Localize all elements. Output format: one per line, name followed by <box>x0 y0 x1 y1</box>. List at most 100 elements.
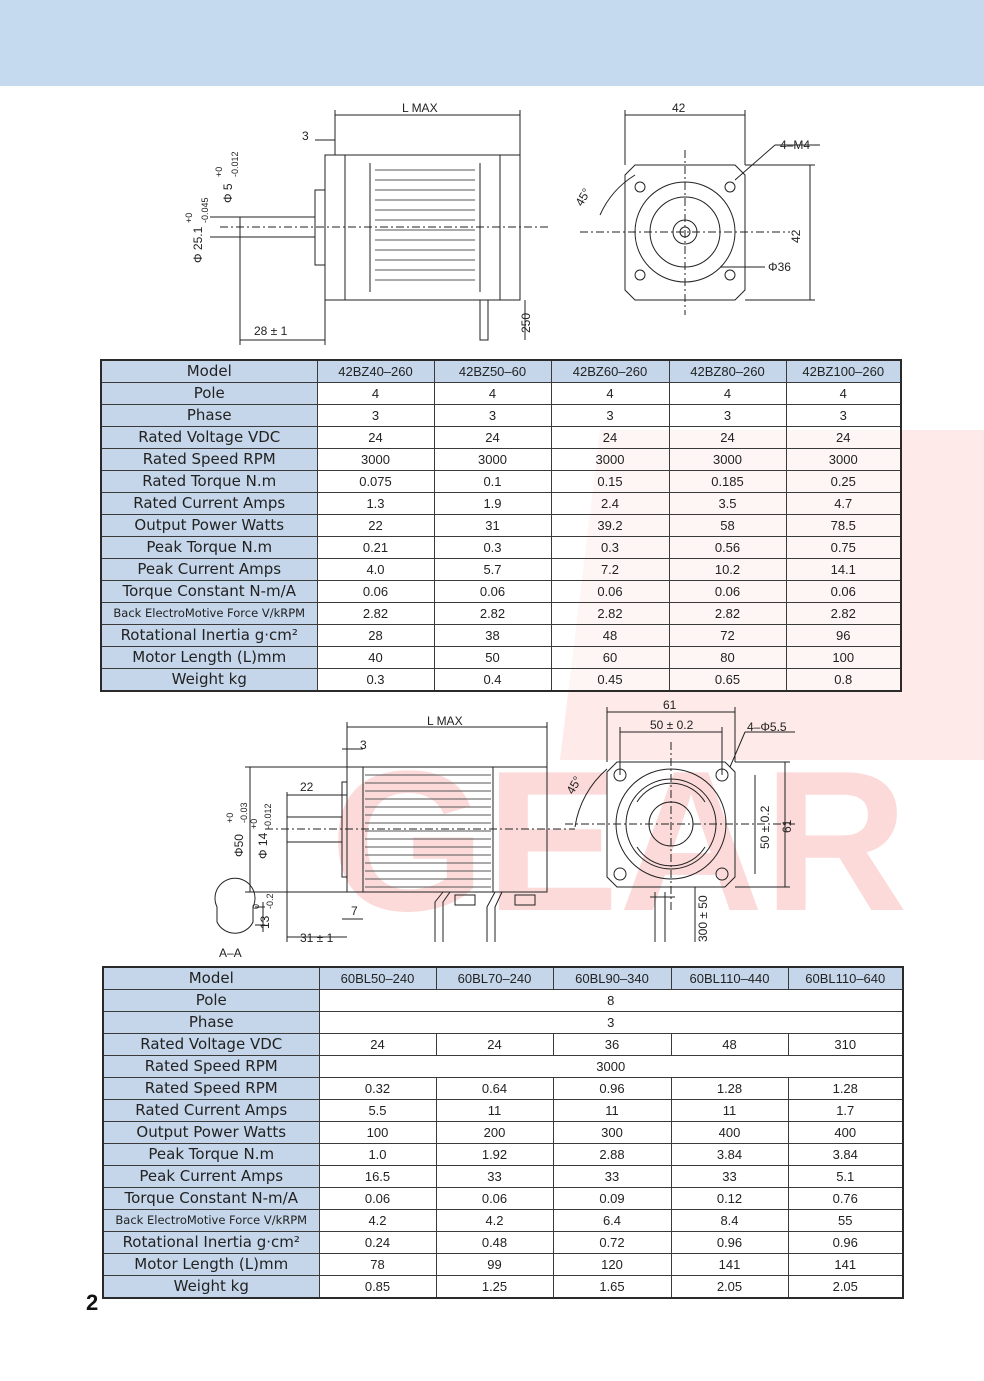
value-cell: 200 <box>435 1121 554 1144</box>
value-cell: 36 <box>552 1033 672 1056</box>
value-cell: 0.15 <box>550 470 670 493</box>
value-cell: 4 <box>316 382 435 405</box>
value-cell: 3000 <box>316 448 435 471</box>
value-cell: 1.0 <box>318 1143 437 1166</box>
value-cell: 78.5 <box>785 514 902 537</box>
row-label-cell: Phase <box>100 404 318 427</box>
value-cell: 300 <box>552 1121 672 1144</box>
row-label-cell: Rated Torque N.m <box>100 470 318 493</box>
value-cell: 0.65 <box>668 668 787 692</box>
row-label-cell: Rated Voltage VDC <box>102 1033 320 1056</box>
value-cell: 141 <box>670 1253 789 1276</box>
dim-phi5: Φ 5 <box>221 183 235 203</box>
value-cell: 1.28 <box>670 1077 789 1100</box>
dim-28: 28 ± 1 <box>254 324 288 338</box>
model-name-cell: 42BZ100–260 <box>785 359 902 383</box>
model-label-cell: Model <box>102 966 320 990</box>
value-cell: 6.4 <box>552 1209 672 1232</box>
dim2-4-phi55: 4–Φ5.5 <box>747 720 787 734</box>
value-cell: 3 <box>316 404 435 427</box>
value-cell: 0.06 <box>785 580 902 603</box>
model-name-cell: 60BL70–240 <box>435 966 554 990</box>
value-cell: 96 <box>785 624 902 647</box>
value-cell: 4 <box>433 382 552 405</box>
dim2-phi50-tol-up: +0 <box>225 813 235 823</box>
model-name-cell: 42BZ40–260 <box>316 359 435 383</box>
value-cell: 33 <box>670 1165 789 1188</box>
value-cell: 0.09 <box>552 1187 672 1210</box>
dim-4-m4: 4–M4 <box>780 138 810 152</box>
motor-drawing-42bz: L MAX 3 28 ± 1 250 Φ 5 +0 -0.012 Φ 25.1 … <box>180 95 840 353</box>
value-cell: 11 <box>435 1099 554 1122</box>
model-label-cell: Model <box>100 359 318 383</box>
value-cell: 2.82 <box>550 602 670 625</box>
dim-phi25: Φ 25.1 <box>191 226 205 263</box>
value-cell: 0.3 <box>316 668 435 692</box>
value-cell: 3000 <box>785 448 902 471</box>
value-cell: 31 <box>433 514 552 537</box>
row-label-cell: Output Power Watts <box>100 514 318 537</box>
value-cell: 24 <box>550 426 670 449</box>
value-cell: 40 <box>316 646 435 669</box>
value-cell: 4 <box>785 382 902 405</box>
value-cell: 78 <box>318 1253 437 1276</box>
value-cell: 0.45 <box>550 668 670 692</box>
dim2-phi50-tol-dn: -0.03 <box>239 802 249 823</box>
value-cell: 0.56 <box>668 536 787 559</box>
dim2-section-aa: A–A <box>219 946 242 959</box>
row-label-cell: Rated Current Amps <box>102 1099 320 1122</box>
value-cell: 33 <box>435 1165 554 1188</box>
row-label-cell: Torque Constant N-m/A <box>102 1187 320 1210</box>
row-label-cell: Rotational Inertia g·cm² <box>100 624 318 647</box>
dim-phi25-tol-dn: -0.045 <box>200 197 210 223</box>
value-cell: 2.82 <box>668 602 787 625</box>
value-cell: 0.185 <box>668 470 787 493</box>
row-label-cell: Weight kg <box>100 668 318 692</box>
dim2-phi50: Φ50 <box>232 834 246 857</box>
dim-phi25-tol-up: +0 <box>184 213 194 223</box>
model-name-cell: 60BL90–340 <box>552 966 672 990</box>
row-label-cell: Pole <box>102 989 320 1012</box>
value-cell: 4.0 <box>316 558 435 581</box>
value-cell: 0.96 <box>787 1231 904 1254</box>
row-label-cell: Back ElectroMotive Force V/kRPM <box>102 1209 320 1232</box>
value-cell: 24 <box>316 426 435 449</box>
value-cell: 0.12 <box>670 1187 789 1210</box>
row-label-cell: Peak Current Amps <box>100 558 318 581</box>
value-cell: 2.88 <box>552 1143 672 1166</box>
value-cell: 0.06 <box>435 1187 554 1210</box>
dim2-22: 22 <box>300 780 314 794</box>
value-cell: 16.5 <box>318 1165 437 1188</box>
dim-phi36: Φ36 <box>768 260 791 274</box>
value-cell: 0.4 <box>433 668 552 692</box>
header-band <box>0 0 984 86</box>
value-cell: 0.75 <box>785 536 902 559</box>
value-cell: 1.7 <box>787 1099 904 1122</box>
dim-42-height: 42 <box>789 229 803 243</box>
value-cell: 58 <box>668 514 787 537</box>
value-cell: 2.05 <box>787 1275 904 1299</box>
value-cell: 2.4 <box>550 492 670 515</box>
row-label-cell: Rated Voltage VDC <box>100 426 318 449</box>
value-cell: 3 <box>668 404 787 427</box>
dim2-phi14-tol-dn: -0.012 <box>263 803 273 829</box>
value-cell: 0.06 <box>316 580 435 603</box>
value-cell: 22 <box>316 514 435 537</box>
value-cell: 0.25 <box>785 470 902 493</box>
value-cell: 0.3 <box>550 536 670 559</box>
value-cell: 24 <box>435 1033 554 1056</box>
value-cell: 1.9 <box>433 492 552 515</box>
